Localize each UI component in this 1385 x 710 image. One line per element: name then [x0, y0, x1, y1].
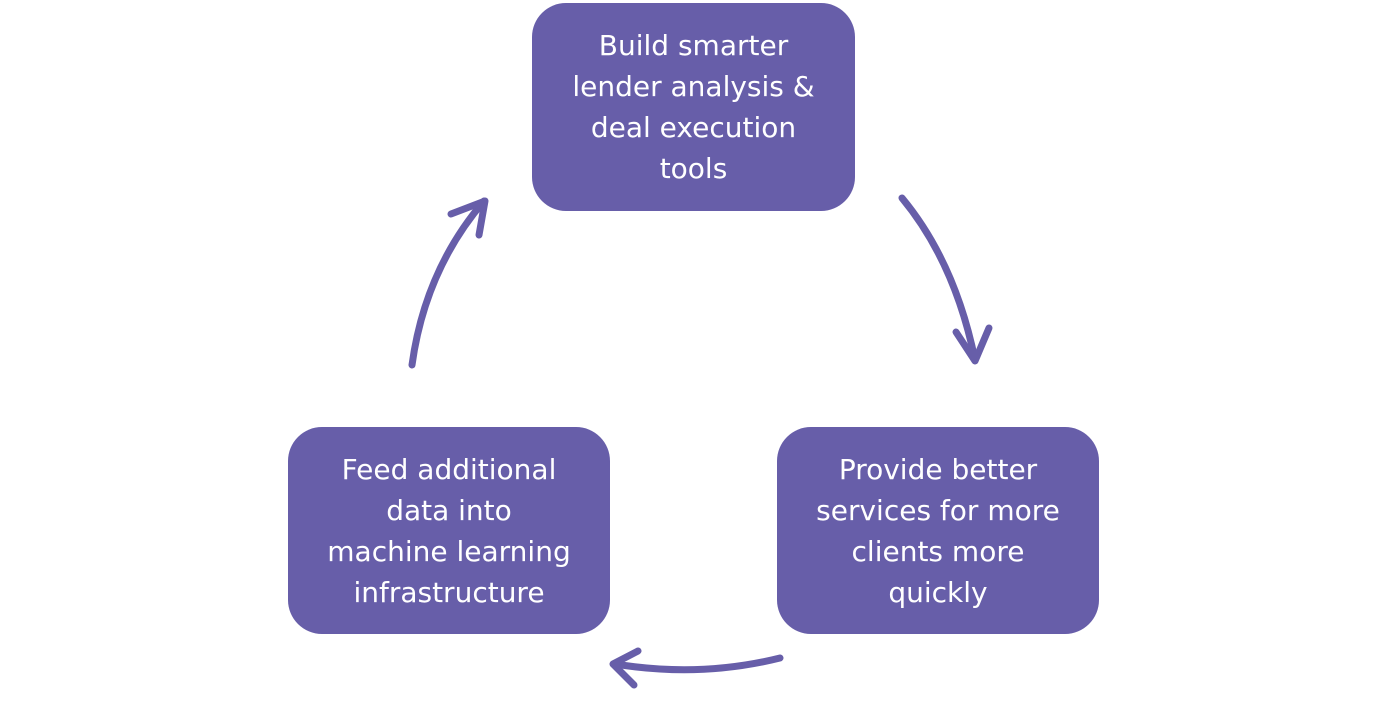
cycle-node-text-line: Feed additional — [341, 452, 557, 486]
cycle-node-text-line: clients more — [851, 534, 1025, 568]
cycle-node-text-line: quickly — [888, 575, 988, 609]
arrow-right-to-left-head — [609, 647, 642, 689]
arrow-left-to-top — [408, 197, 489, 369]
cycle-node-text-line: tools — [659, 152, 728, 185]
cycle-node-text-line: machine learning — [327, 534, 571, 568]
arrow-top-to-right-head — [952, 324, 993, 365]
arrow-right-to-left — [609, 647, 784, 689]
arrow-left-to-top-shaft — [408, 197, 488, 369]
cycle-node-feed-data-text: Feed additional data into machine learni… — [327, 449, 570, 613]
cycle-node-build-tools: Build smarter lender analysis & deal exe… — [532, 3, 855, 211]
cycle-node-build-tools-text: Build smarter lender analysis & deal exe… — [572, 25, 814, 189]
cycle-node-text-line: Build smarter — [598, 29, 789, 62]
cycle-node-text-line: Provide better — [838, 452, 1038, 486]
arrow-top-to-right-shaft — [898, 194, 979, 364]
cycle-node-text-line: infrastructure — [353, 575, 545, 609]
cycle-node-provide-services-text: Provide better services for more clients… — [816, 449, 1060, 613]
cycle-node-text-line: data into — [386, 493, 512, 527]
cycle-node-text-line: services for more — [816, 493, 1060, 527]
cycle-node-text-line: deal execution — [590, 111, 797, 144]
arrow-right-to-left-shaft — [611, 654, 784, 674]
cycle-node-text-line: lender analysis & — [572, 70, 815, 103]
arrow-left-to-top-head — [447, 197, 489, 239]
cycle-node-feed-data: Feed additional data into machine learni… — [288, 427, 610, 634]
arrow-top-to-right — [898, 194, 993, 365]
cycle-node-provide-services: Provide better services for more clients… — [777, 427, 1099, 634]
